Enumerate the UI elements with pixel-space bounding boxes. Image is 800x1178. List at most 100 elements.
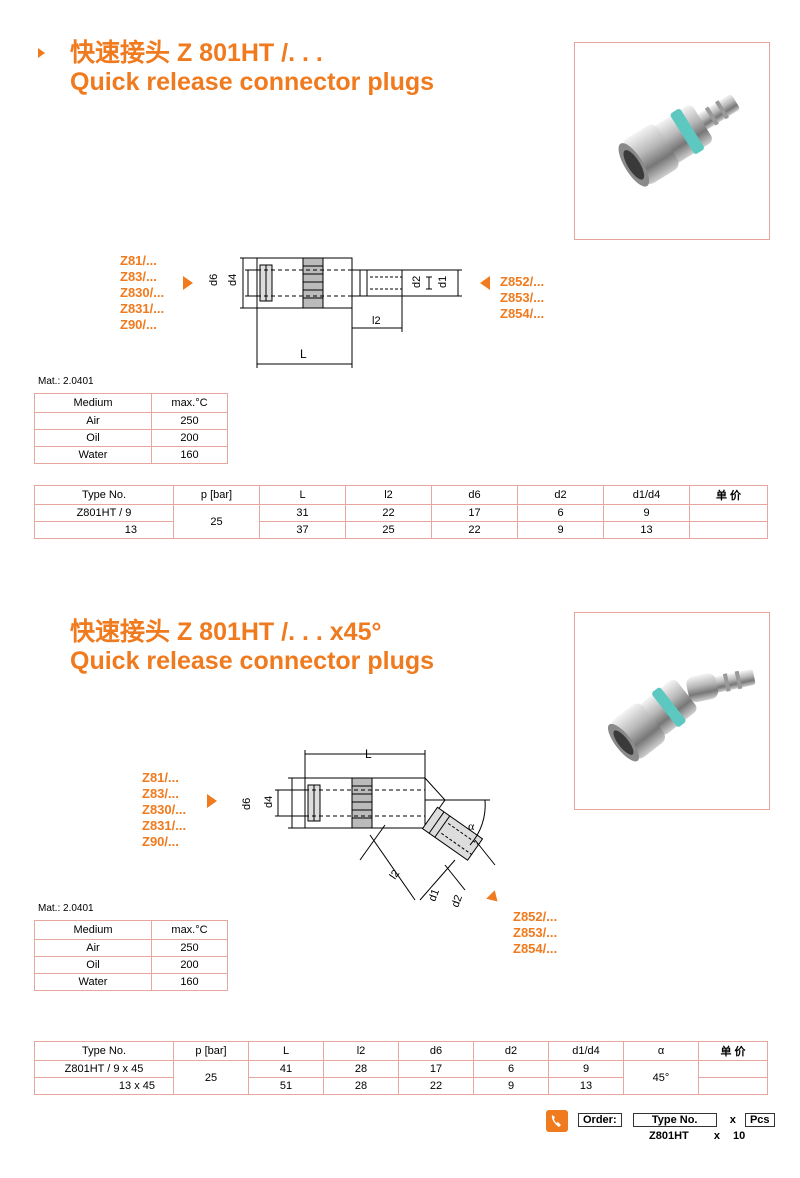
- label: Z853/...: [500, 290, 545, 305]
- table-cell: L: [248, 1041, 324, 1061]
- order-pcs-header: Pcs: [744, 1113, 775, 1127]
- table-cell: 13: [603, 521, 690, 539]
- section2-title-en: Quick release connector plugs: [70, 647, 435, 675]
- table-cell: 9: [517, 521, 604, 539]
- table-row: Z801HT / 9 25 31 22 17 6 9: [34, 504, 768, 539]
- table-cell: 200: [151, 956, 228, 974]
- section1-title-en: Quick release connector plugs: [70, 68, 435, 96]
- dim-L-label: L: [300, 347, 307, 361]
- table-cell: 25: [345, 521, 432, 539]
- table-cell: 28: [323, 1060, 399, 1078]
- order-block: Order: Type No. x Pcs: [578, 1113, 775, 1127]
- dim-d4-label: d4: [263, 796, 275, 808]
- table-cell: Water: [34, 446, 152, 464]
- section1-technical-drawing: d6 d4 d2 d1 l2 L: [208, 257, 462, 368]
- table-cell: 22: [431, 521, 518, 539]
- label: Z830/...: [120, 285, 165, 300]
- table-cell: 9: [473, 1077, 549, 1095]
- section2-right-labels: Z852/...Z853/...Z854/...: [513, 909, 557, 957]
- label: Z853/...: [513, 925, 558, 940]
- table-cell: 单 价: [689, 485, 768, 505]
- section1-material: Mat.: 2.0401: [38, 376, 94, 387]
- section2-title-cn: 快速接头 Z 801HT /. . . x45°: [70, 618, 382, 646]
- table-cell: max.°C: [151, 393, 228, 413]
- table-cell: 9: [548, 1060, 624, 1078]
- section2-spec-table: Type No. p [bar] L l2 d6 d2 d1/d4 α 单 价 …: [34, 1041, 768, 1095]
- label: Z831/...: [142, 818, 187, 833]
- order-x: x: [729, 1114, 736, 1126]
- table-cell: 31: [259, 504, 346, 522]
- table-cell: [689, 521, 768, 539]
- table-cell: 250: [151, 412, 228, 430]
- table-cell: [689, 504, 768, 522]
- table-cell: [698, 1060, 768, 1078]
- label: Z830/...: [142, 802, 187, 817]
- table-cell: 51: [248, 1077, 324, 1095]
- section2-product-photo: [574, 612, 770, 810]
- table-cell: 41: [248, 1060, 324, 1078]
- table-cell: d1/d4: [548, 1041, 624, 1061]
- dim-d1-label: d1: [427, 887, 442, 903]
- section1-title-cn: 快速接头 Z 801HT /. . .: [70, 39, 323, 67]
- section1-left-labels: Z81/...Z83/...Z830/...Z831/...Z90/...: [120, 253, 164, 333]
- table-cell: 160: [151, 973, 228, 991]
- label: Z90/...: [120, 317, 157, 332]
- table-header-row: Type No. p [bar] L l2 d6 d2 d1/d4 单 价: [34, 485, 768, 505]
- table-cell: d6: [431, 485, 518, 505]
- dim-d2-label: d2: [450, 893, 465, 909]
- table-cell: L: [259, 485, 346, 505]
- table-cell: l2: [323, 1041, 399, 1061]
- table-cell: l2: [345, 485, 432, 505]
- table-cell: 6: [517, 504, 604, 522]
- section2-material: Mat.: 2.0401: [38, 903, 94, 914]
- table-row: 13 37 25 22 9 13: [34, 521, 768, 539]
- section1-left-arrow: [183, 276, 193, 290]
- table-cell: Type No.: [34, 1041, 174, 1061]
- table-cell: max.°C: [151, 920, 228, 940]
- table-cell: Air: [34, 412, 152, 430]
- table-cell: 45°: [623, 1060, 699, 1095]
- label: Z81/...: [142, 770, 179, 785]
- table-header-row: Type No. p [bar] L l2 d6 d2 d1/d4 α 单 价: [34, 1041, 768, 1061]
- label: Z854/...: [500, 306, 545, 321]
- table-cell: d2: [517, 485, 604, 505]
- dim-d6-label: d6: [241, 798, 253, 810]
- section-bullet: [38, 48, 45, 58]
- label: Z854/...: [513, 941, 558, 956]
- order-label: Order:: [578, 1113, 622, 1127]
- table-cell: 28: [323, 1077, 399, 1095]
- section2-left-arrow: [207, 794, 217, 808]
- table-cell: Oil: [34, 429, 152, 447]
- table-cell: 37: [259, 521, 346, 539]
- table-cell: [698, 1077, 768, 1095]
- table-cell: 22: [398, 1077, 474, 1095]
- table-cell: p [bar]: [173, 1041, 249, 1061]
- table-cell: Oil: [34, 956, 152, 974]
- section1-spec-table: Type No. p [bar] L l2 d6 d2 d1/d4 单 价 Z8…: [34, 485, 768, 539]
- section1-right-labels: Z852/...Z853/...Z854/...: [500, 274, 544, 322]
- dim-l2-label: l2: [372, 315, 381, 327]
- table-row: 13 x 45 51 28 22 9 13: [34, 1077, 768, 1095]
- order-type-value: Z801HT: [649, 1130, 689, 1142]
- order-pcs-value: 10: [733, 1130, 746, 1142]
- table-cell: Z801HT / 9 x 45: [34, 1060, 174, 1078]
- section2-left-labels: Z81/...Z83/...Z830/...Z831/...Z90/...: [142, 770, 186, 850]
- table-cell: 25: [173, 1060, 249, 1095]
- table-cell: Type No.: [34, 485, 174, 505]
- table-cell: 13: [548, 1077, 624, 1095]
- section1-right-arrow: [480, 276, 490, 290]
- table-cell: Water: [34, 973, 152, 991]
- table-cell: d6: [398, 1041, 474, 1061]
- label: Z81/...: [120, 253, 157, 268]
- table-cell: Medium: [34, 920, 152, 940]
- table-cell: p [bar]: [173, 485, 260, 505]
- table-cell: α: [623, 1041, 699, 1061]
